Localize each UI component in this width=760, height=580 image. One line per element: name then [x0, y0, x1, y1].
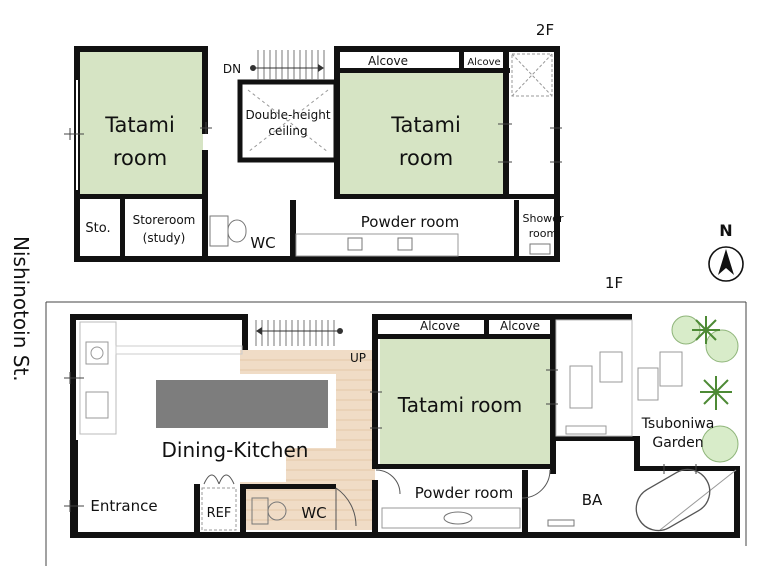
floor-1f: 1F UP Alcove Alcove Tatami room Dining-K…	[64, 274, 740, 538]
street-label: Nishinotoin St.	[9, 236, 33, 382]
stair-2f	[250, 50, 325, 80]
tatami-left-fill	[80, 52, 203, 196]
stair-dn-label: DN	[223, 62, 241, 76]
kitchen-counter	[79, 321, 117, 435]
garden-label-2: Garden	[652, 435, 703, 451]
fridge	[201, 487, 237, 531]
north-compass: N	[708, 221, 744, 282]
alcove-2f-label-2: Alcove	[467, 57, 500, 68]
shower-label-1: Shower	[523, 212, 564, 225]
tatami-left-label-2: room	[113, 146, 167, 170]
alcove-2f-label-1: Alcove	[368, 54, 408, 68]
bathtub	[635, 468, 711, 532]
powder-2f-label: Powder room	[361, 213, 459, 231]
garden-label-1: Tsuboniwa	[641, 416, 715, 432]
stair-up-label: UP	[350, 351, 366, 365]
ref-label: REF	[207, 506, 232, 521]
north-label: N	[719, 221, 732, 240]
dining-kitchen-label: Dining-Kitchen	[162, 438, 309, 462]
alcove-1f-label-2: Alcove	[500, 319, 540, 333]
double-height-label-1: Double-height	[245, 108, 330, 122]
storeroom-label-1: Storeroom	[133, 213, 196, 227]
wc-1f-label: WC	[301, 504, 326, 522]
bath-label: BA	[582, 491, 603, 509]
kitchen-island	[156, 380, 328, 428]
tatami-center-label-2: room	[399, 146, 453, 170]
floor-2f-title: 2F	[536, 21, 554, 39]
tatami-1f-label: Tatami room	[397, 393, 522, 417]
stair-1f	[255, 320, 343, 346]
tatami-center-label-1: Tatami	[390, 113, 461, 137]
floor-1f-title: 1F	[605, 274, 623, 292]
powder-1f-label: Powder room	[415, 484, 513, 502]
tatami-1f-fill	[380, 334, 552, 464]
double-height-label-2: ceiling	[268, 124, 307, 138]
tatami-left-label-1: Tatami	[104, 113, 175, 137]
garden-plants	[671, 315, 739, 463]
entrance-label: Entrance	[90, 497, 157, 515]
shower-label-2: room	[529, 227, 557, 240]
storeroom-label-2: (study)	[143, 231, 186, 245]
alcove-1f-label-1: Alcove	[420, 319, 460, 333]
wc-2f-label: WC	[250, 234, 275, 252]
tatami-center-fill	[340, 72, 503, 196]
storage-label: Sto.	[85, 221, 110, 236]
floor-2f: 2F DN Tatami room Double-height ceiling …	[64, 21, 564, 262]
